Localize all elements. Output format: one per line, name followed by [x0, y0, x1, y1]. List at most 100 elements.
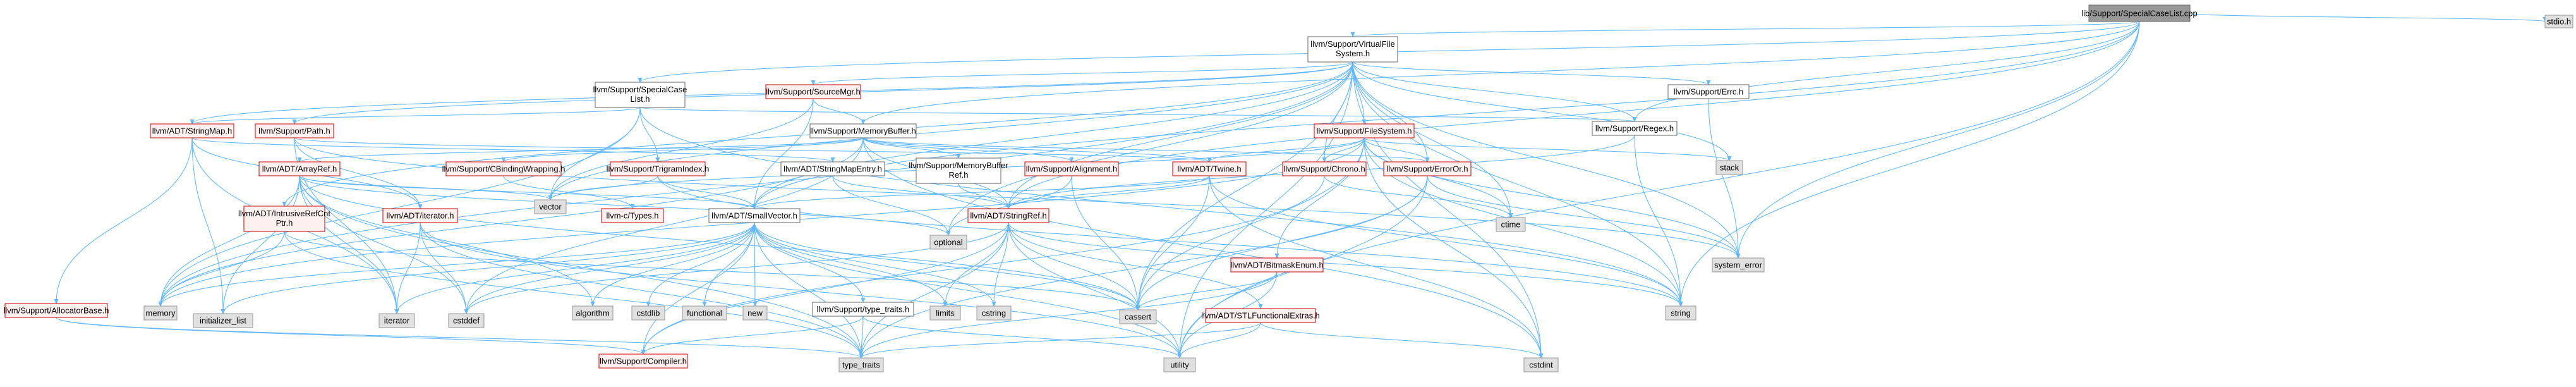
- node-string[interactable]: string: [1665, 305, 1696, 321]
- node-limits[interactable]: limits: [929, 305, 961, 321]
- edge-arrayref-to-type_traits: [299, 175, 864, 359]
- node-cassert[interactable]: cassert: [1119, 309, 1157, 324]
- node-system_error[interactable]: system_error: [1712, 257, 1765, 273]
- edge-membuf-to-membufref: [862, 137, 961, 159]
- node-regex[interactable]: llvm/Support/Regex.h: [1592, 121, 1678, 136]
- node-functional[interactable]: functional: [682, 305, 727, 321]
- node-stringmapentry-label: llvm/ADT/StringMapEntry.h: [783, 164, 882, 174]
- node-type_traits-box: [838, 357, 884, 372]
- edge-vfs-to-errc: [1352, 61, 1711, 85]
- node-cstddef[interactable]: cstddef: [448, 313, 485, 328]
- edge-stringref-to-cassert: [1008, 222, 1140, 310]
- node-stringref-label: llvm/ADT/StringRef.h: [970, 211, 1046, 221]
- node-chrono[interactable]: llvm/Support/Chrono.h: [1282, 161, 1367, 176]
- node-compiler[interactable]: llvm/Support/Compiler.h: [598, 353, 688, 369]
- node-smallvector[interactable]: llvm/ADT/SmallVector.h: [708, 208, 801, 223]
- edge-twine-to-string: [1209, 175, 1683, 307]
- node-stlfunc-box: [1205, 308, 1316, 323]
- node-srcmgr[interactable]: llvm/Support/SourceMgr.h: [765, 84, 861, 99]
- edge-smallvector-to-utility: [754, 222, 1182, 359]
- node-scl-box: [595, 82, 686, 108]
- node-iterator[interactable]: llvm/ADT/iterator.h: [382, 208, 458, 223]
- node-filesystem[interactable]: llvm/Support/FileSystem.h: [1314, 123, 1415, 138]
- node-twine[interactable]: llvm/ADT/Twine.h: [1172, 161, 1247, 176]
- node-stringmapentry-box: [780, 161, 885, 176]
- edge-root-to-vfs: [1351, 21, 2140, 37]
- edge-stringmap-to-stringmapentry: [191, 137, 835, 163]
- node-cstdlib-box: [631, 305, 665, 321]
- node-initlist[interactable]: initializer_list: [193, 313, 253, 328]
- node-algorithm-label: algorithm: [576, 309, 609, 318]
- node-stringref-box: [967, 208, 1049, 223]
- edge-smallvector-to-cstdlib: [646, 222, 755, 307]
- edge-smallvector-to-cstring: [754, 222, 996, 307]
- node-stringmap[interactable]: llvm/ADT/StringMap.h: [150, 123, 234, 138]
- node-alignment[interactable]: llvm/Support/Alignment.h: [1024, 161, 1119, 176]
- node-root[interactable]: lib/Support/SpecialCaseList.cpp: [2081, 4, 2198, 22]
- node-algorithm[interactable]: algorithm: [572, 305, 614, 321]
- node-memory[interactable]: memory: [143, 305, 178, 321]
- node-utility[interactable]: utility: [1163, 357, 1196, 372]
- edge-arrayref-to-vector: [299, 175, 553, 200]
- edge-stlfunc-to-cstdint: [1260, 322, 1544, 359]
- edge-vfs-to-cassert: [1135, 61, 1353, 310]
- edge-typetraitsh-to-utility: [862, 316, 1182, 359]
- node-membufref-box: [916, 157, 1001, 184]
- node-ctime[interactable]: ctime: [1496, 217, 1526, 232]
- node-ctypes[interactable]: llvm-c/Types.h: [601, 208, 664, 223]
- node-stack[interactable]: stack: [1715, 160, 1743, 175]
- node-stringref[interactable]: llvm/ADT/StringRef.h: [967, 208, 1049, 223]
- node-cbinding[interactable]: llvm/Support/CBindingWrapping.h: [442, 161, 565, 176]
- node-cassert-label: cassert: [1125, 312, 1151, 322]
- node-cstdlib[interactable]: cstdlib: [631, 305, 665, 321]
- edge-smallvector-to-limits: [754, 222, 948, 307]
- node-new[interactable]: new: [742, 305, 768, 321]
- node-cstring-box: [976, 305, 1012, 321]
- edge-intrusive-to-type_traits: [284, 231, 864, 359]
- node-vector[interactable]: vector: [534, 199, 567, 214]
- node-typetraitsh[interactable]: llvm/Support/type_traits.h: [812, 302, 914, 317]
- node-optional[interactable]: optional: [929, 235, 967, 250]
- node-type_traits[interactable]: type_traits: [838, 357, 884, 372]
- node-cstring[interactable]: cstring: [976, 305, 1012, 321]
- node-twine-label: llvm/ADT/Twine.h: [1177, 164, 1241, 174]
- node-cstdint[interactable]: cstdint: [1523, 357, 1559, 372]
- node-functional-box: [682, 305, 727, 321]
- node-arrayref[interactable]: llvm/ADT/ArrayRef.h: [258, 161, 341, 176]
- node-errc[interactable]: llvm/Support/Errc.h: [1667, 84, 1750, 99]
- node-memory-label: memory: [146, 309, 176, 318]
- edge-smallvector-to-initlist: [221, 222, 755, 314]
- node-iteratorstd[interactable]: iterator: [378, 313, 415, 328]
- edge-smallvector-to-typetraitsh: [754, 222, 866, 303]
- node-erroror[interactable]: llvm/Support/ErrorOr.h: [1383, 161, 1472, 176]
- edge-filesystem-to-bitmask: [1274, 137, 1365, 259]
- edge-bitmask-to-type_traits: [859, 271, 1278, 359]
- edge-iterator-to-utility: [420, 222, 1182, 359]
- node-bitmask[interactable]: llvm/ADT/BitmaskEnum.h: [1230, 257, 1324, 273]
- node-cstdlib-label: cstdlib: [637, 309, 660, 318]
- node-membuf-box: [809, 123, 917, 138]
- edge-vfs-to-srcmgr: [811, 61, 1353, 85]
- node-trigram[interactable]: llvm/Support/TrigramIndex.h: [607, 161, 710, 176]
- node-stdio[interactable]: stdio.h: [2544, 15, 2573, 28]
- node-stringmapentry[interactable]: llvm/ADT/StringMapEntry.h: [780, 161, 885, 176]
- edge-trigram-to-smallvector: [657, 175, 757, 209]
- edge-chrono-to-ctime: [1324, 175, 1513, 218]
- node-path[interactable]: llvm/Support/Path.h: [255, 123, 334, 138]
- node-membuf[interactable]: llvm/Support/MemoryBuffer.h: [809, 123, 917, 138]
- edge-membuf-to-alignment: [862, 137, 1074, 163]
- edge-membuf-to-twine: [862, 137, 1212, 163]
- node-path-box: [255, 123, 334, 138]
- node-system_error-label: system_error: [1714, 261, 1763, 270]
- edge-filesystem-to-stack: [1364, 137, 1732, 161]
- node-typetraitsh-label: llvm/Support/type_traits.h: [817, 305, 910, 314]
- node-allocbase[interactable]: llvm/Support/AllocatorBase.h: [4, 303, 109, 318]
- node-stringmap-box: [150, 123, 234, 138]
- edge-stringref-to-string: [1008, 222, 1683, 307]
- node-errc-box: [1667, 84, 1750, 99]
- node-stlfunc[interactable]: llvm/ADT/STLFunctionalExtras.h: [1201, 308, 1320, 323]
